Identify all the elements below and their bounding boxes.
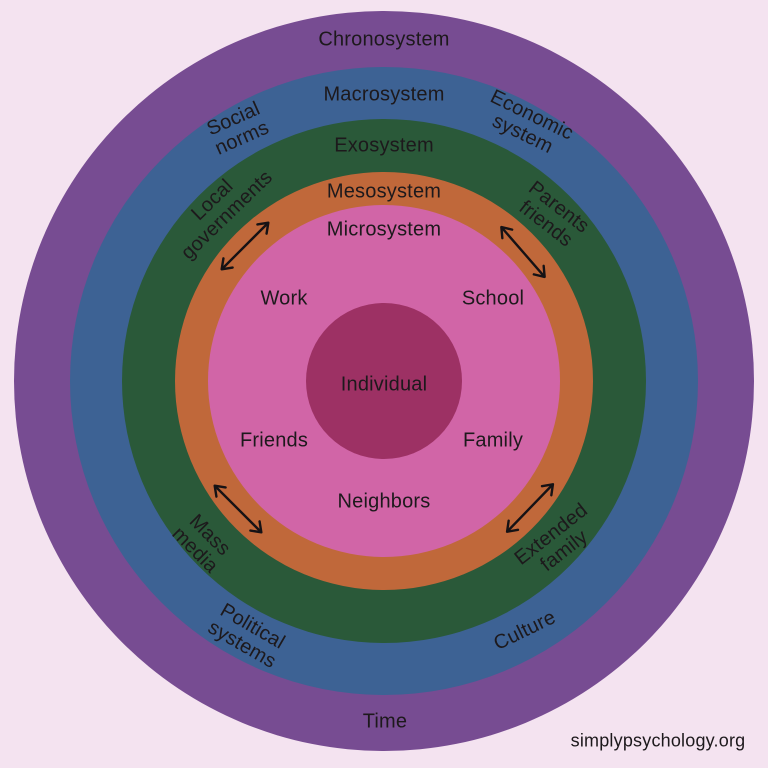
label-friends: Friends [239,429,309,452]
label-school: School [461,287,525,310]
label-chronosystem: Chronosystem [318,28,450,51]
mesosystem-arrow-top-right [500,225,546,279]
label-family: Family [462,429,524,452]
label-individual: Individual [340,373,428,396]
mesosystem-arrow-bottom-right [505,483,555,533]
label-microsystem: Microsystem [326,218,442,241]
circle-individual [306,303,462,459]
label-exosystem: Exosystem [334,134,434,157]
watermark-simplypsychology: simplypsychology.org [570,730,746,751]
mesosystem-arrow-bottom-left [213,484,263,534]
label-time: Time [362,710,408,733]
label-work: Work [260,287,308,310]
mesosystem-arrow-top-left [220,221,270,271]
label-macrosystem: Macrosystem [323,83,445,106]
label-neighbors: Neighbors [337,490,431,513]
label-mesosystem: Mesosystem [326,180,442,203]
